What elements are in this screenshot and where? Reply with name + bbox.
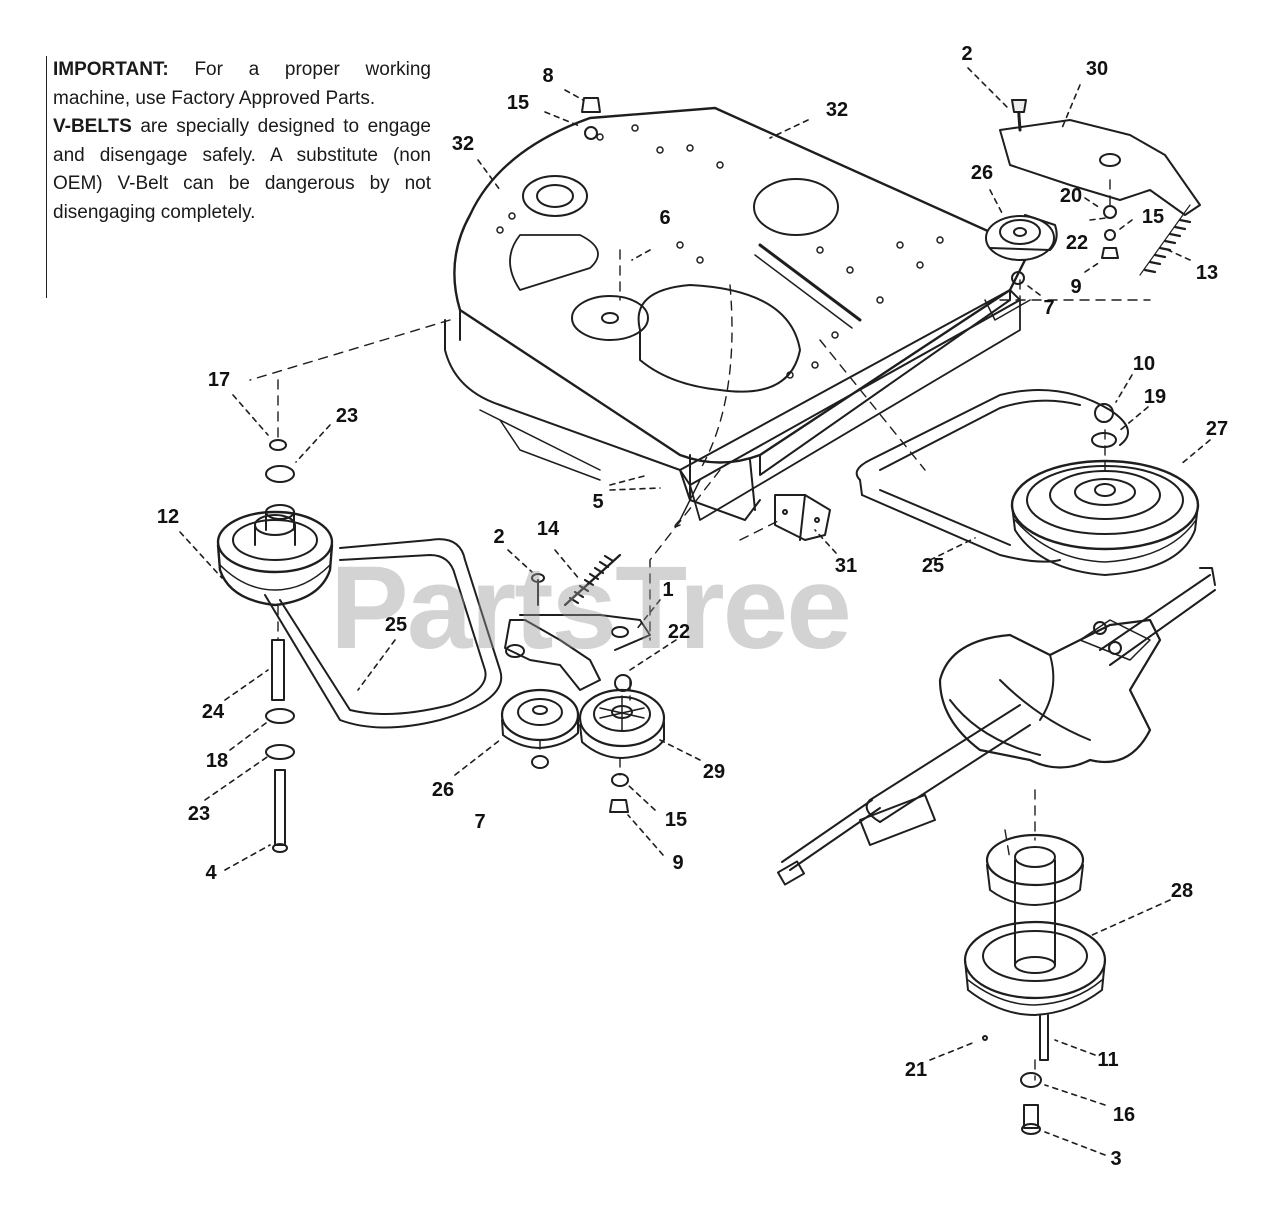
watermark: PartsTree <box>330 542 852 674</box>
callout-26: 26 <box>431 779 455 801</box>
frame-channel <box>674 289 1031 528</box>
callout-18: 18 <box>205 750 229 772</box>
idler-arm-30 <box>999 99 1201 216</box>
spring-13 <box>1139 204 1192 276</box>
callout-2: 2 <box>961 43 973 65</box>
callout-11: 11 <box>1097 1049 1119 1071</box>
callout-13: 13 <box>1195 262 1219 284</box>
idler-pulley-29 <box>578 688 666 759</box>
callout-22: 22 <box>1065 232 1089 254</box>
belt-25-right <box>855 389 1129 563</box>
callout-22: 22 <box>667 621 691 643</box>
callout-23: 23 <box>187 803 211 825</box>
vbelts-text: are specially designed to engage and dis… <box>53 116 432 223</box>
callout-15: 15 <box>1141 206 1165 228</box>
callout-25: 25 <box>921 555 945 577</box>
callout-15: 15 <box>506 92 530 114</box>
vbelts-paragraph: V-BELTS are specially designed to engage… <box>53 113 431 227</box>
callout-20: 20 <box>1059 185 1083 207</box>
callout-7: 7 <box>1043 297 1055 319</box>
callout-16: 16 <box>1112 1104 1136 1126</box>
bracket-31 <box>774 494 831 541</box>
pulley-27 <box>1010 459 1200 576</box>
leader-lines <box>179 67 1211 1156</box>
callout-8: 8 <box>542 65 554 87</box>
callout-9: 9 <box>1070 276 1082 298</box>
callout-28: 28 <box>1170 880 1194 902</box>
spring-14 <box>563 553 622 607</box>
callout-32: 32 <box>451 133 475 155</box>
callout-3: 3 <box>1110 1148 1122 1170</box>
deck-opening-right <box>753 178 839 236</box>
callout-1: 1 <box>662 579 674 601</box>
callout-19: 19 <box>1143 386 1167 408</box>
callout-26: 26 <box>970 162 994 184</box>
vbelts-label: V-BELTS <box>53 116 132 138</box>
important-text: For a proper working machine, use Factor… <box>53 59 432 109</box>
callout-27: 27 <box>1205 418 1229 440</box>
idler-bracket-1 <box>504 573 651 691</box>
deck-opening-center <box>637 284 801 393</box>
pulley-12 <box>216 504 334 607</box>
callout-9: 9 <box>672 852 684 874</box>
callout-24: 24 <box>201 701 225 723</box>
callout-32: 32 <box>825 99 849 121</box>
callout-15: 15 <box>664 809 688 831</box>
deck-opening-left <box>522 175 588 217</box>
transaxle <box>776 567 1216 886</box>
callout-30: 30 <box>1085 58 1109 80</box>
callout-21: 21 <box>904 1059 928 1081</box>
callout-2: 2 <box>493 526 505 548</box>
belt-25-left <box>264 538 503 729</box>
important-note: IMPORTANT: For a proper working machine,… <box>46 56 431 298</box>
important-paragraph: IMPORTANT: For a proper working machine,… <box>53 56 431 113</box>
callout-23: 23 <box>335 405 359 427</box>
callout-5: 5 <box>592 491 604 513</box>
spindle-4 <box>265 439 295 853</box>
callout-7: 7 <box>474 811 486 833</box>
callout-4: 4 <box>205 862 217 884</box>
callout-29: 29 <box>702 761 726 783</box>
callout-14: 14 <box>536 518 560 540</box>
dashed-guides <box>249 179 1151 1081</box>
callout-31: 31 <box>834 555 858 577</box>
important-label: IMPORTANT: <box>53 59 169 80</box>
callout-17: 17 <box>207 369 231 391</box>
idler-pulley-top <box>985 214 1058 261</box>
callout-25: 25 <box>384 614 408 636</box>
callout-10: 10 <box>1132 353 1156 375</box>
pulley-28 <box>963 833 1107 1061</box>
callout-12: 12 <box>156 506 180 528</box>
deck-plate <box>444 106 1032 521</box>
callout-6: 6 <box>659 207 671 229</box>
